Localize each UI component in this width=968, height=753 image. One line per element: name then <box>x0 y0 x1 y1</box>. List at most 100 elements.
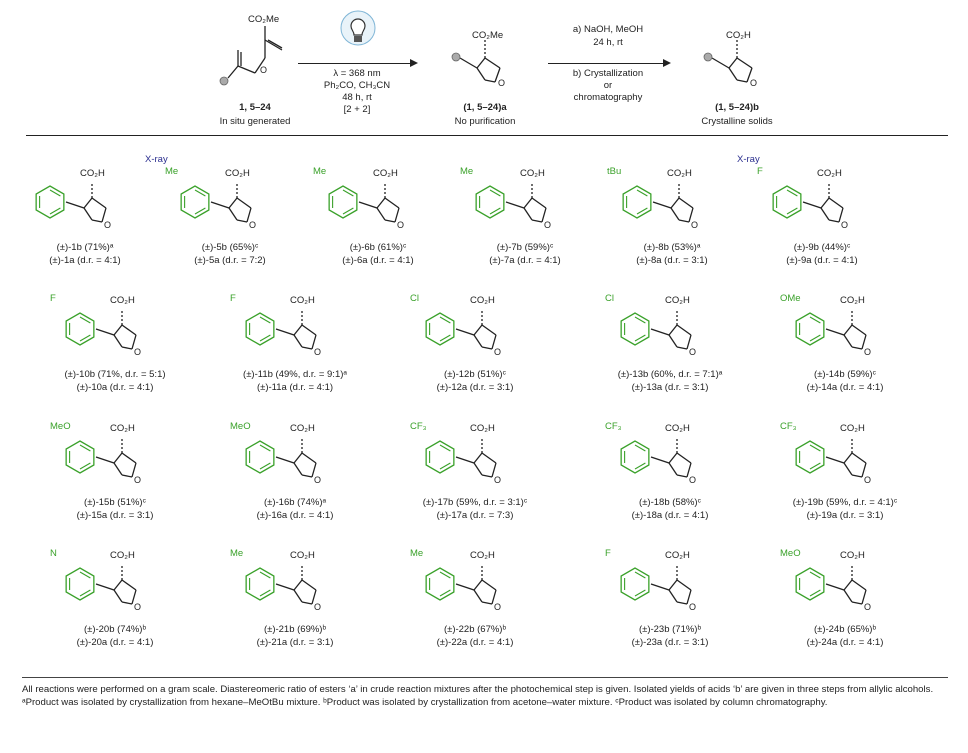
structure-drawing: O <box>475 184 551 230</box>
mid-co2me: CO₂Me <box>472 30 504 41</box>
acid-yield-label: (±)-13b (60%, d.r. = 7:1)ᵃ <box>617 369 723 380</box>
arrowhead-1 <box>410 59 418 67</box>
ester-dr-label: (±)-18a (d.r. = 4:1) <box>631 510 709 521</box>
svg-text:O: O <box>750 78 757 88</box>
svg-text:O: O <box>314 475 321 485</box>
compound-cell: O CO₂H Cl (±)-12b (51%)ᶜ (±)-12a (d.r. = 3:1… <box>400 287 550 407</box>
ester-dr-label: (±)-15a (d.r. = 3:1) <box>76 510 154 521</box>
cond2-l5: chromatography <box>573 92 643 103</box>
structure-drawing: O <box>620 439 696 485</box>
cond2-l4: or <box>603 80 613 91</box>
acid-yield-label: (±)-6b (61%)ᶜ <box>349 242 407 253</box>
svg-text:O: O <box>134 475 141 485</box>
svg-text:O: O <box>134 347 141 357</box>
substituent-label: OMe <box>780 293 801 304</box>
structure-drawing: O <box>245 439 321 485</box>
co2h-label: CO₂H <box>290 423 315 434</box>
aryl-ring <box>795 312 825 346</box>
acid-yield-label: (±)-18b (58%)ᶜ <box>639 497 701 508</box>
acid-yield-label: (±)-20b (74%)ᵇ <box>83 624 147 635</box>
cond2-l3: b) Crystallization <box>572 68 644 79</box>
acid-yield-label: (±)-7b (59%)ᶜ <box>496 242 554 253</box>
aryl-ring <box>795 567 825 601</box>
co2h-label: CO₂H <box>373 168 398 179</box>
co2h-label: CO₂H <box>470 550 495 561</box>
substituent-label: F <box>757 166 763 177</box>
svg-text:O: O <box>397 220 404 230</box>
cond1-l1: λ = 368 nm <box>333 68 381 79</box>
acid-yield-label: (±)-22b (67%)ᵇ <box>443 624 507 635</box>
svg-text:O: O <box>494 347 501 357</box>
end-label: (1, 5–24)b <box>715 102 759 113</box>
svg-text:O: O <box>494 475 501 485</box>
xray-label: X-ray <box>145 154 168 165</box>
aryl-ring <box>620 440 650 474</box>
structure-drawing: O <box>65 439 141 485</box>
co2h-label: CO₂H <box>470 423 495 434</box>
aryl-ring <box>425 312 455 346</box>
co2h-label: CO₂H <box>817 168 842 179</box>
co2h-label: CO₂H <box>840 550 865 561</box>
co2h-label: CO₂H <box>225 168 250 179</box>
end-co2h: CO₂H <box>726 30 751 41</box>
substituent-label: Cl <box>410 293 419 304</box>
svg-text:O: O <box>134 602 141 612</box>
start-structure: O <box>219 26 283 86</box>
svg-text:O: O <box>249 220 256 230</box>
ester-dr-label: (±)-9a (d.r. = 4:1) <box>786 255 858 266</box>
acid-yield-label: (±)-1b (71%)ᵃ <box>56 242 114 253</box>
co2h-label: CO₂H <box>665 295 690 306</box>
ester-dr-label: (±)-11a (d.r. = 4:1) <box>256 382 334 393</box>
acid-yield-label: (±)-10b (71%, d.r. = 5:1) <box>64 369 166 380</box>
co2h-label: CO₂H <box>470 295 495 306</box>
header-divider <box>26 135 948 136</box>
mid-structure: O <box>451 40 505 88</box>
aryl-ring <box>35 185 65 219</box>
ester-dr-label: (±)-8a (d.r. = 3:1) <box>636 255 708 266</box>
compound-cell: O CO₂H CF₃ (±)-18b (58%)ᶜ (±)-18a (d.r. = 4:… <box>595 415 745 535</box>
substituent-label: Me <box>230 548 244 559</box>
aryl-ring <box>425 440 455 474</box>
ester-dr-label: (±)-17a (d.r. = 7:3) <box>436 510 514 521</box>
substituent-label: CF₃ <box>605 421 622 432</box>
acid-yield-label: (±)-12b (51%)ᶜ <box>444 369 506 380</box>
svg-text:O: O <box>689 602 696 612</box>
acid-yield-label: (±)-9b (44%)ᶜ <box>793 242 851 253</box>
co2h-label: CO₂H <box>840 295 865 306</box>
acid-yield-label: (±)-5b (65%)ᶜ <box>201 242 259 253</box>
structure-drawing: O <box>328 184 404 230</box>
substituent-label: Cl <box>605 293 614 304</box>
substituent-label: N <box>50 548 57 559</box>
ester-dr-label: (±)-23a (d.r. = 3:1) <box>631 637 709 648</box>
substituent-label: tBu <box>607 166 622 177</box>
acid-yield-label: (±)-15b (51%)ᶜ <box>84 497 146 508</box>
aryl-ring <box>65 440 95 474</box>
svg-text:O: O <box>864 347 871 357</box>
end-structure: O <box>703 40 757 88</box>
ester-dr-label: (±)-12a (d.r. = 3:1) <box>436 382 514 393</box>
arrow-1 <box>298 63 413 64</box>
structure-drawing: O <box>620 566 696 612</box>
structure-drawing: O <box>180 184 256 230</box>
structure-drawing: O <box>65 566 141 612</box>
substituent-label: Me <box>410 548 424 559</box>
acid-yield-label: (±)-21b (69%)ᵇ <box>263 624 327 635</box>
ester-dr-label: (±)-1a (d.r. = 4:1) <box>49 255 121 266</box>
co2h-label: CO₂H <box>80 168 105 179</box>
svg-text:O: O <box>864 602 871 612</box>
substituent-label: MeO <box>780 548 801 559</box>
footnote: All reactions were performed on a gram s… <box>22 684 934 708</box>
structure-drawing: O <box>245 566 321 612</box>
aryl-ring <box>620 312 650 346</box>
substituent-label: F <box>50 293 56 304</box>
co2h-label: CO₂H <box>665 423 690 434</box>
structure-drawing: O <box>620 311 696 357</box>
